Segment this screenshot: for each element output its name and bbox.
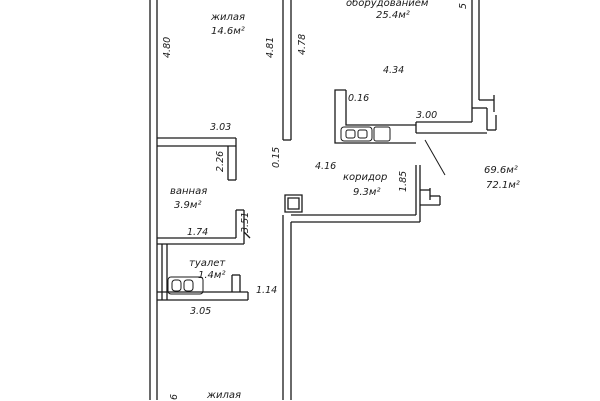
dimension-label: 6 bbox=[169, 393, 180, 400]
room-area-kitchen: 25.4м² bbox=[376, 10, 410, 21]
room-name-toilet: туалет bbox=[189, 258, 226, 269]
dimension-label: 4.80 bbox=[162, 36, 173, 58]
dimension-label: 4.16 bbox=[315, 161, 337, 172]
dimension-label: 1.74 bbox=[187, 227, 209, 238]
dimension-label: 1.85 bbox=[398, 170, 409, 192]
total-living-area: 69.6м² bbox=[484, 165, 518, 176]
dimension-label: 1.14 bbox=[256, 285, 278, 296]
room-name-living-bottom: жилая bbox=[207, 390, 242, 401]
room-area-toilet: 1.4м² bbox=[198, 270, 226, 281]
total-area: 72.1м² bbox=[486, 180, 520, 191]
room-area-bathroom: 3.9м² bbox=[174, 200, 202, 211]
room-name-living-top: жилая bbox=[211, 12, 246, 23]
dimension-label: 3.00 bbox=[416, 110, 438, 121]
kitchen-sink bbox=[341, 127, 372, 141]
dimension-label: 4.81 bbox=[265, 36, 276, 58]
dimension-label: 4.78 bbox=[297, 33, 308, 55]
room-name-bathroom: ванная bbox=[170, 186, 208, 197]
toilet-fixture bbox=[168, 277, 203, 294]
dimension-label: 2.26 bbox=[215, 150, 226, 172]
dimension-label: 5 bbox=[458, 2, 469, 9]
dimension-label: 3.03 bbox=[210, 122, 232, 133]
leader-line bbox=[425, 140, 445, 175]
dimension-label: 4.34 bbox=[383, 65, 405, 76]
kitchen-partition bbox=[335, 90, 416, 143]
room-area-corridor: 9.3м² bbox=[353, 187, 381, 198]
room-name-corridor: коридор bbox=[343, 172, 388, 183]
dimension-label: 3.05 bbox=[190, 306, 212, 317]
dimension-label: 0.16 bbox=[348, 93, 370, 104]
door-mark bbox=[244, 232, 250, 238]
dimension-label: 3.51 bbox=[240, 211, 251, 233]
stove bbox=[374, 127, 390, 141]
column bbox=[285, 195, 302, 212]
room-name-kitchen: оборудованием bbox=[346, 0, 429, 9]
dimension-label: 0.15 bbox=[271, 146, 282, 168]
room-area-living-top: 14.6м² bbox=[211, 26, 245, 37]
